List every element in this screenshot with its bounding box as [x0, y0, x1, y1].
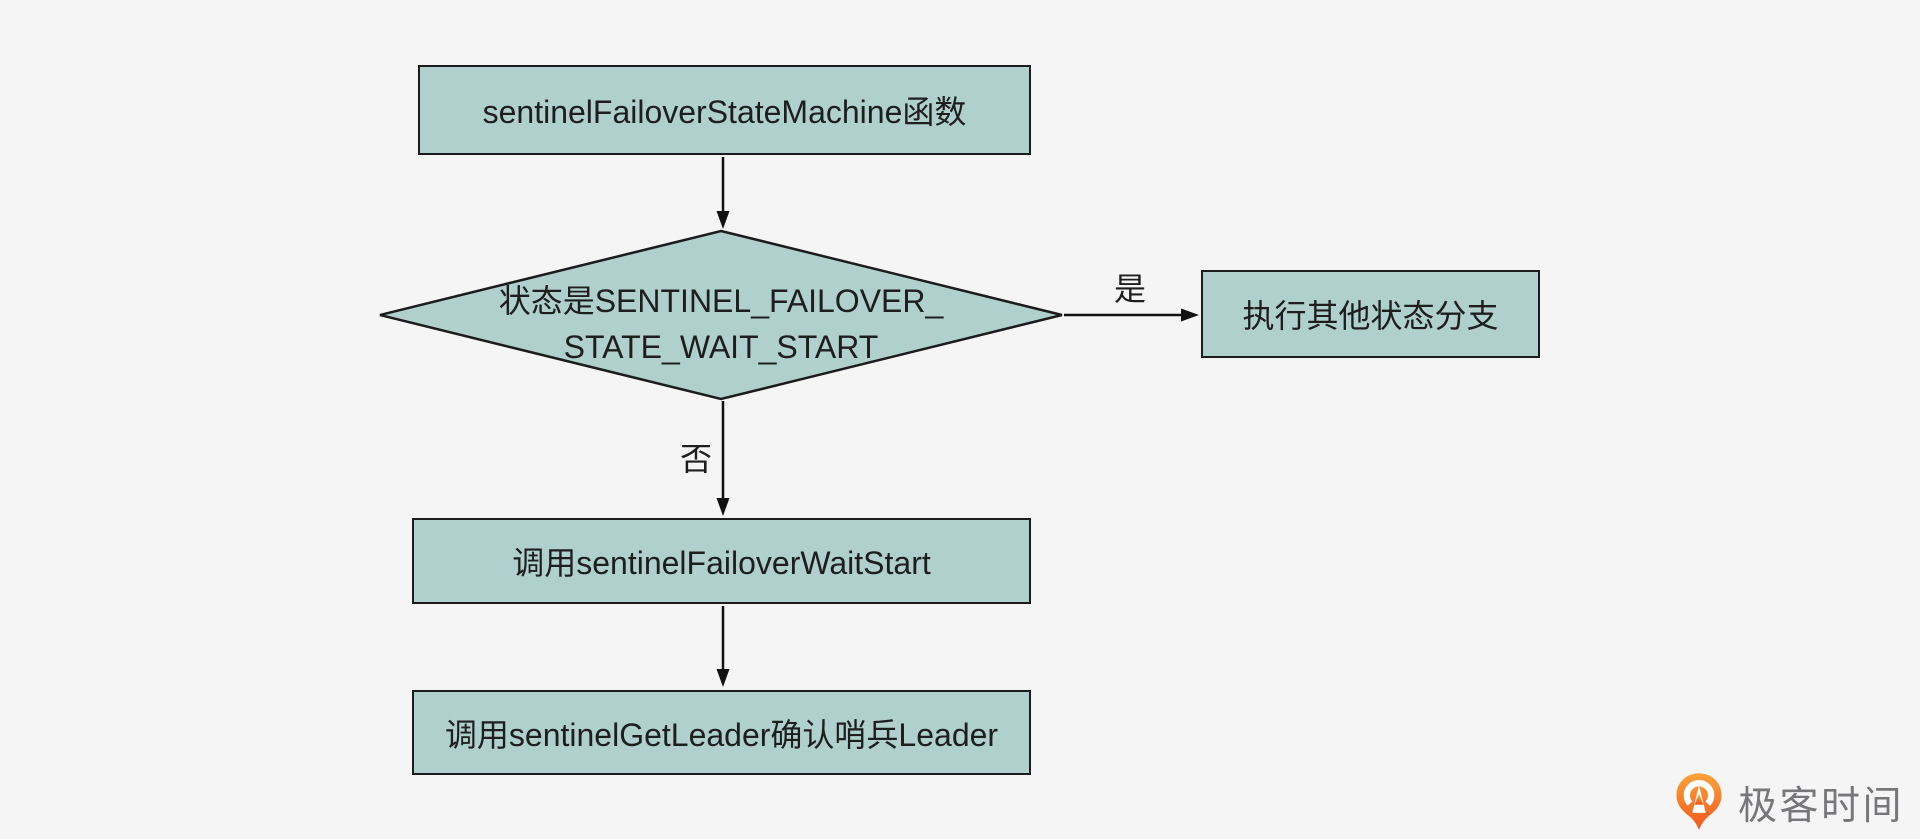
decision-diamond-shape [379, 229, 1063, 401]
arrowhead-icon [716, 211, 730, 229]
arrowhead-icon [716, 669, 730, 687]
edge-start-to-decision [716, 157, 730, 229]
node-start: sentinelFailoverStateMachine函数 [418, 65, 1031, 155]
geektime-logo: 极客时间 [1672, 770, 1904, 836]
geektime-pin-icon [1676, 773, 1722, 830]
node-get-leader-label: 调用sentinelGetLeader确认哨兵Leader [444, 716, 999, 753]
edge-waitstart-to-getleader [716, 606, 730, 687]
arrowhead-icon [716, 498, 730, 516]
edge-no [716, 401, 730, 516]
node-other-branch-label: 执行其他状态分支 [1242, 298, 1499, 334]
edge-label-no: 否 [680, 441, 713, 477]
edge-label-yes: 是 [1114, 271, 1147, 307]
geektime-logo-text: 极客时间 [1738, 785, 1905, 828]
node-other-branch: 执行其他状态分支 [1201, 270, 1540, 358]
node-decision-label: 状态是SENTINEL_FAILOVER_ STATE_WAIT_START [421, 278, 1021, 370]
node-start-label: sentinelFailoverStateMachine函数 [482, 94, 967, 130]
arrowhead-icon [1181, 308, 1199, 322]
node-get-leader: 调用sentinelGetLeader确认哨兵Leader [412, 690, 1031, 775]
decision-label-line2: STATE_WAIT_START [563, 329, 879, 365]
node-wait-start: 调用sentinelFailoverWaitStart [412, 518, 1031, 604]
edge-yes [1064, 308, 1199, 322]
decision-label-line1: 状态是SENTINEL_FAILOVER_ [498, 283, 944, 319]
node-wait-start-label: 调用sentinelFailoverWaitStart [512, 545, 931, 581]
